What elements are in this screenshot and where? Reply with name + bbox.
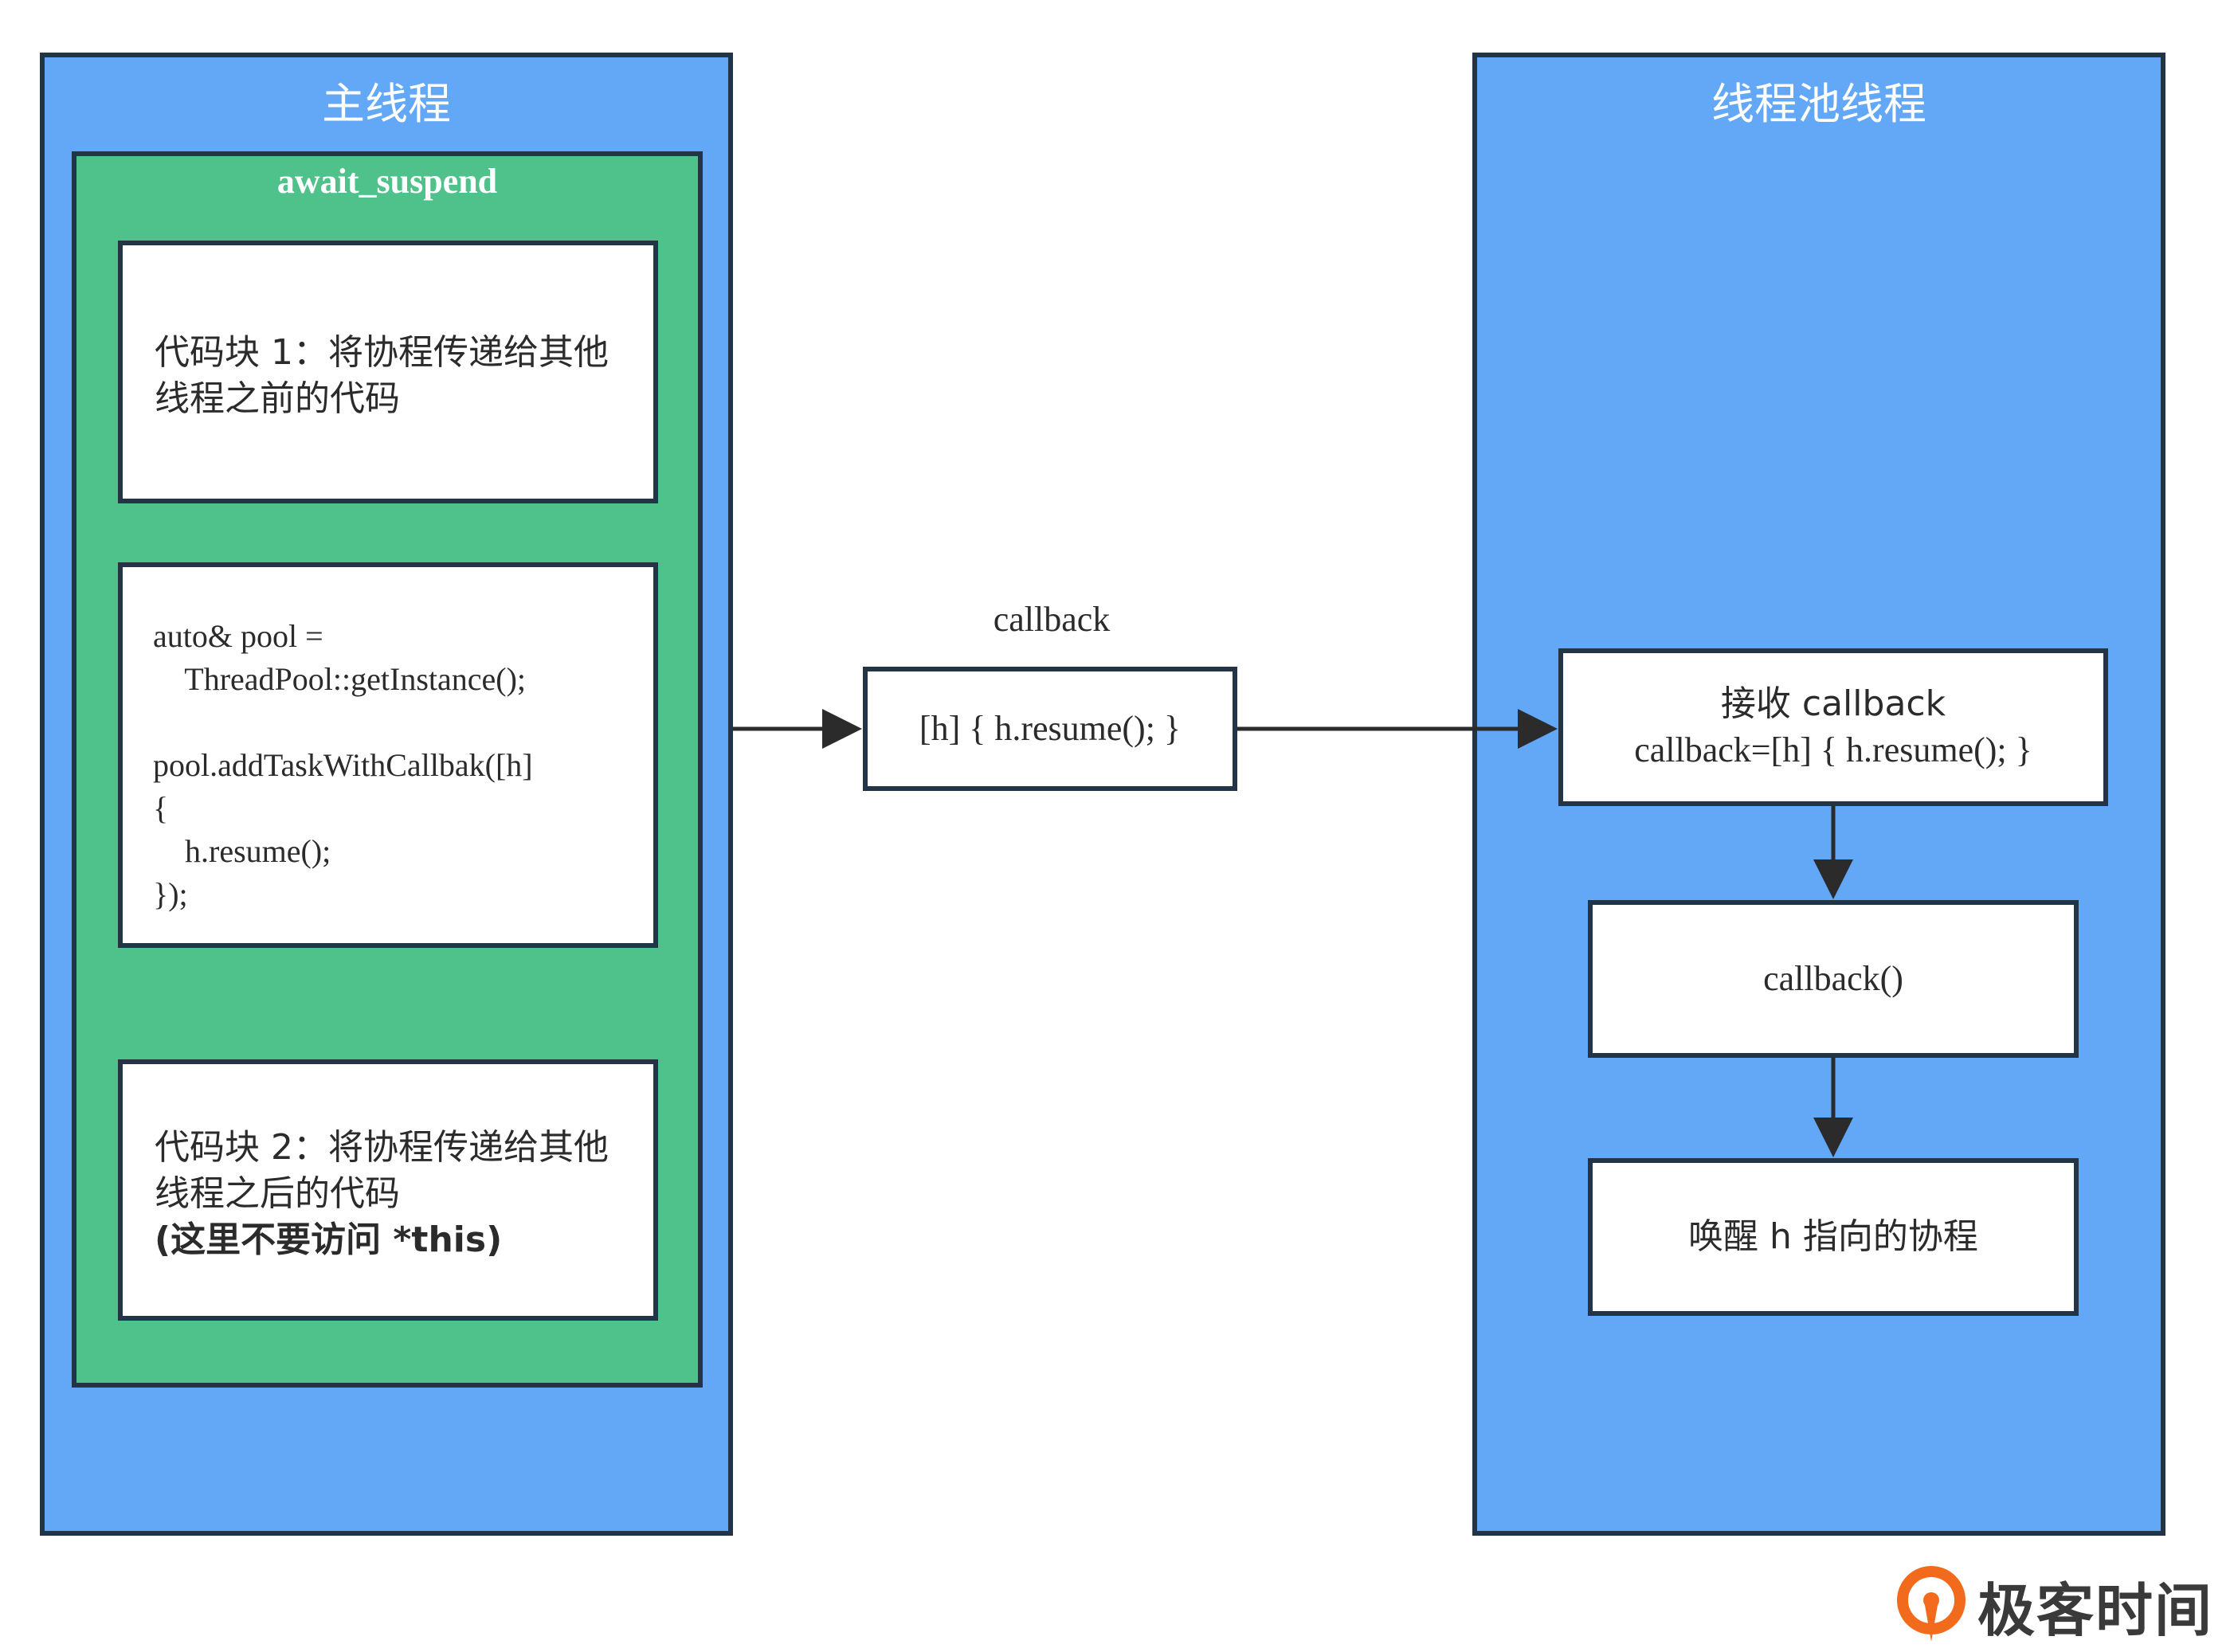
geektime-logo: 极客时间 <box>1896 1561 2231 1649</box>
wake-coroutine-text: 唤醒 h 指向的协程 <box>1688 1216 1978 1257</box>
wake-coroutine-box: 唤醒 h 指向的协程 <box>1588 1158 2079 1316</box>
thread-pool-title: 线程池线程 <box>1711 79 1926 129</box>
await-suspend-title: await_suspend <box>276 162 498 201</box>
add-task-code: auto& pool = ThreadPool::getInstance(); … <box>153 618 533 912</box>
receive-callback-box: 接收 callback callback=[h] { h.resume(); } <box>1558 648 2108 806</box>
main-thread-title: 主线程 <box>322 79 451 129</box>
add-task-code-block: auto& pool = ThreadPool::getInstance(); … <box>118 562 658 948</box>
code-block-2-text: 代码块 2：将协程传递给其他线程之后的代码 <box>155 1127 609 1214</box>
lambda-box: [h] { h.resume(); } <box>863 667 1237 791</box>
geektime-logo-text: 极客时间 <box>1977 1576 2214 1644</box>
code-block-2-warning: (这里不要访问 *this) <box>155 1219 503 1260</box>
receive-callback-line2: callback=[h] { h.resume(); } <box>1634 730 2032 769</box>
code-block-1: 代码块 1：将协程传递给其他线程之前的代码 <box>118 241 658 503</box>
callback-edge-label: callback <box>993 600 1111 639</box>
call-callback-box: callback() <box>1588 900 2079 1058</box>
call-callback-text: callback() <box>1763 959 1903 998</box>
geektime-logo-icon <box>1897 1566 1966 1642</box>
receive-callback-line1: 接收 callback <box>1720 683 1946 724</box>
code-block-2: 代码块 2：将协程传递给其他线程之后的代码 (这里不要访问 *this) <box>118 1059 658 1321</box>
lambda-text: [h] { h.resume(); } <box>919 709 1182 748</box>
code-block-1-text: 代码块 1：将协程传递给其他线程之前的代码 <box>155 332 609 419</box>
